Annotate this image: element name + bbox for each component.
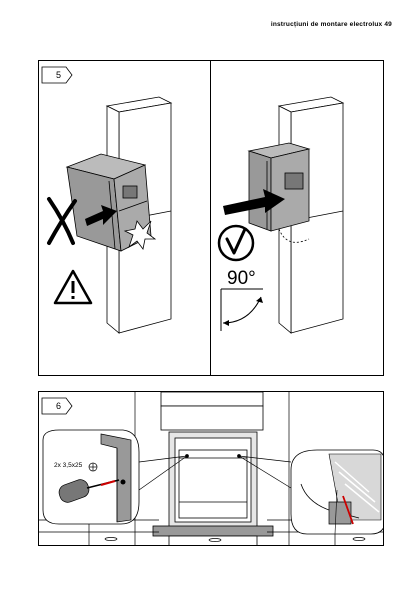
panel-divider [210,61,211,375]
angle-label: 90° [227,268,256,289]
page-header: instrucțiuni de montare electrolux 49 [270,21,392,28]
step-6-number: 6 [56,401,62,411]
phillips-screw-icon [88,462,98,472]
check-icon [217,224,255,262]
step-5-panel: 5 90° [38,60,384,376]
step-6-illustration [39,392,383,545]
step-6-panel: 6 2x 3,5x25 [38,391,384,546]
step-5-number: 5 [56,70,62,80]
screw-spec-label: 2x 3,5x25 [54,462,83,469]
warning-icon [53,269,93,305]
step-5-illustration [41,66,345,334]
cross-icon [47,197,77,245]
